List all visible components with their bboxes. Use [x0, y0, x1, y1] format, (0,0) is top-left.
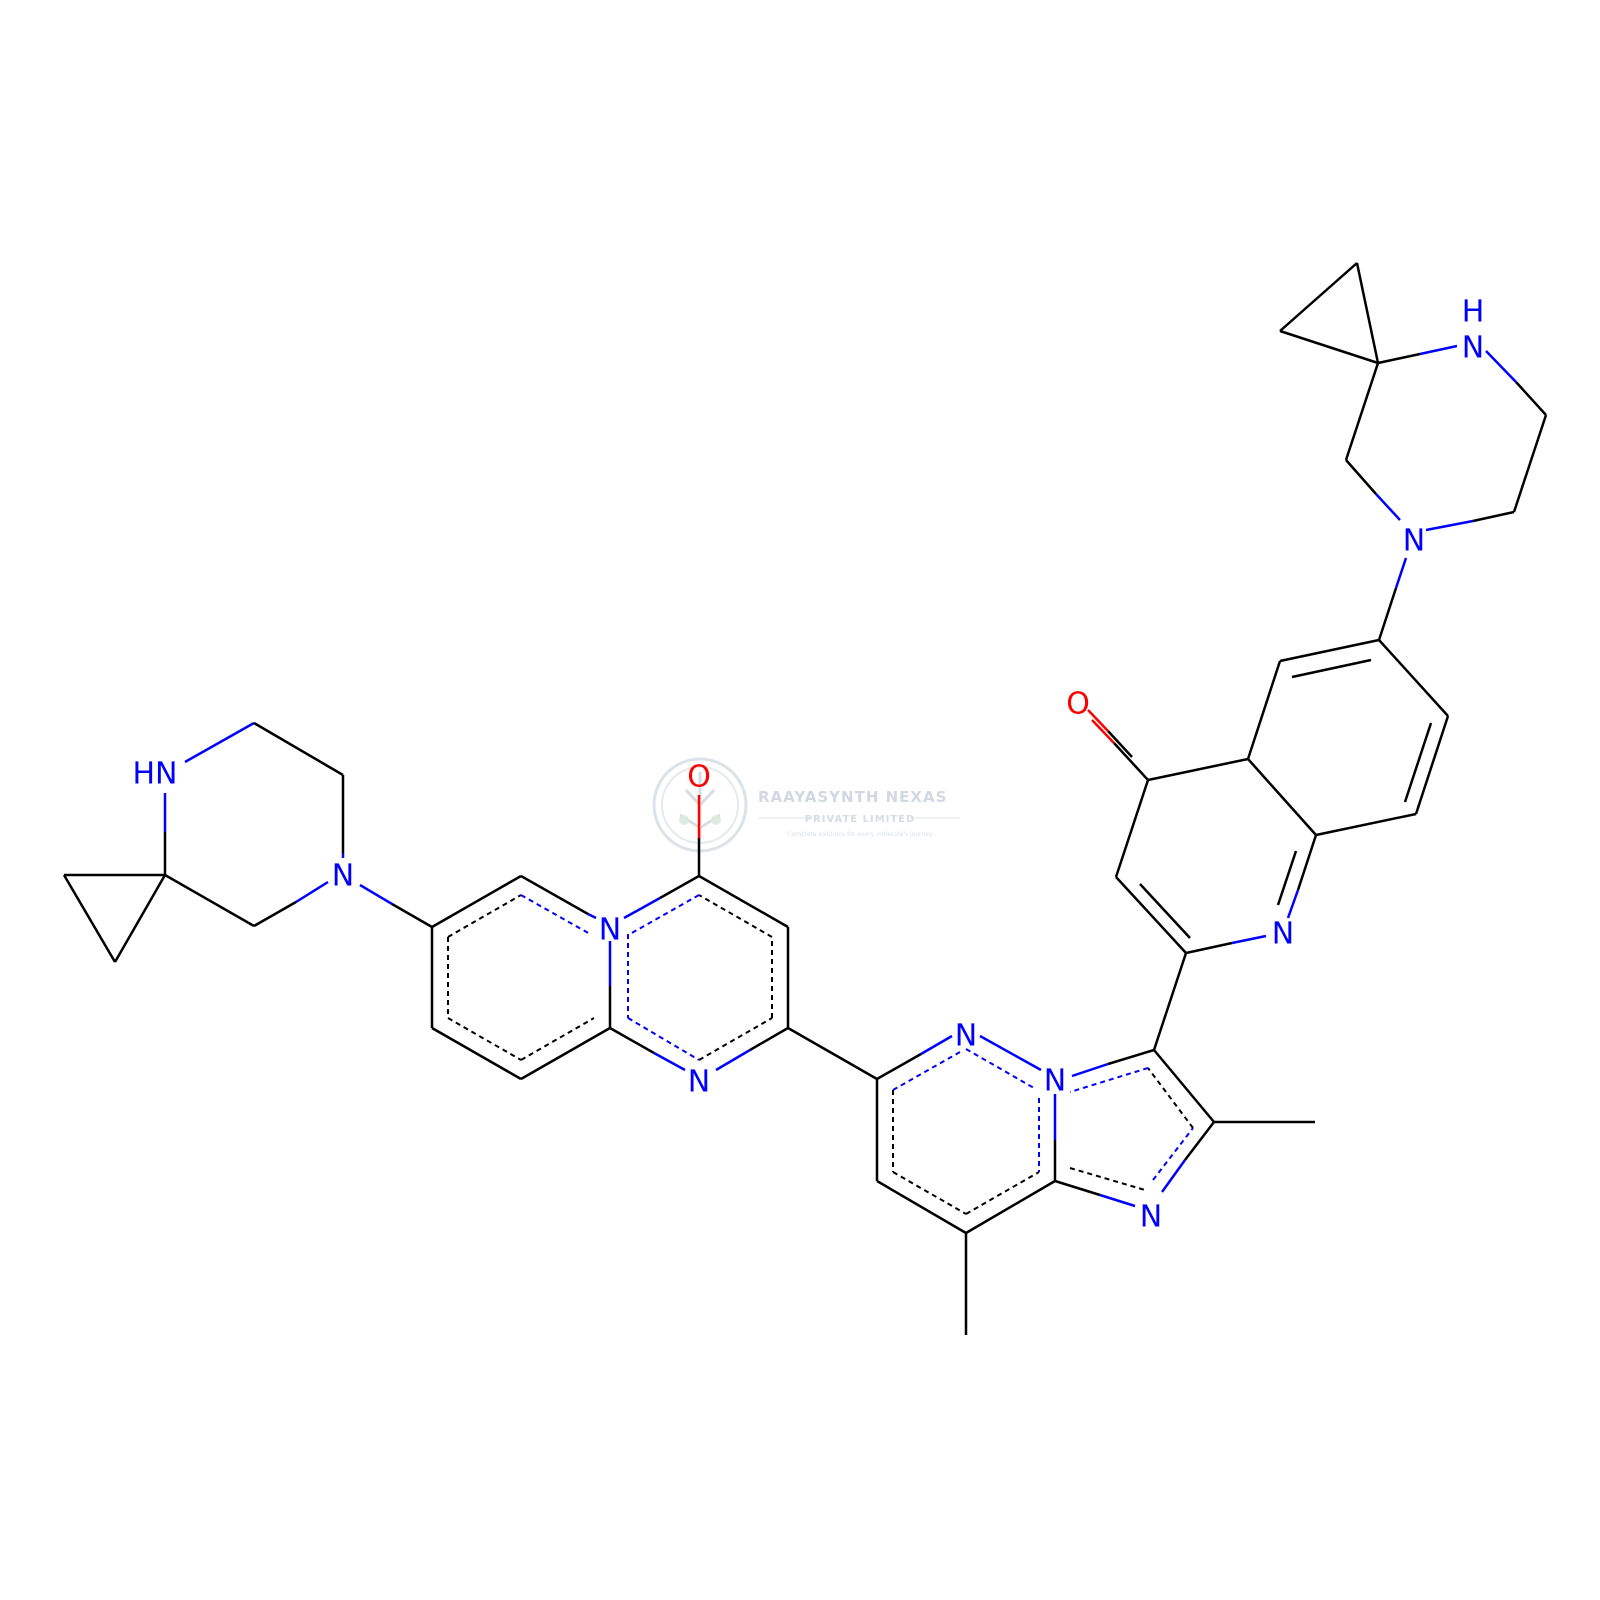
right-diazaspiro-ring — [1279, 262, 1548, 641]
watermark-tagline: Complete solutions for every molecule's … — [787, 831, 933, 838]
bond-right-linker — [1152, 952, 1188, 1051]
left-bicyclic-core — [430, 795, 790, 1081]
atom-label-n-bridge-right: N — [1044, 1064, 1066, 1099]
atom-label-n-pyrimidine: N — [688, 1065, 710, 1100]
watermark-subtitle: PRIVATE LIMITED — [805, 814, 916, 825]
atom-label-n-left-piperazine: N — [332, 859, 354, 894]
atom-label-hn-left: HN — [133, 757, 178, 792]
atom-label-o-right: O — [1066, 687, 1090, 722]
bond-left-linker — [359, 883, 433, 929]
atom-label-n-quinoline: N — [1272, 917, 1294, 952]
atom-label-n-bridge-left: N — [599, 913, 621, 948]
bond-core-linker — [787, 1026, 878, 1081]
atom-label-n-imidazole: N — [1140, 1200, 1162, 1235]
left-diazaspiro-ring — [62, 721, 345, 963]
atom-label-h-right: H — [1462, 295, 1485, 330]
watermark-company: RAAYASYNTH NEXAS — [758, 788, 947, 806]
atom-label-n-pyridazine: N — [955, 1019, 977, 1054]
atom-label-nh-right: N — [1462, 331, 1484, 366]
right-quinolinone-core — [1087, 638, 1450, 955]
atom-label-n-right-piperazine: N — [1403, 524, 1425, 559]
imidazopyridazine-core — [875, 1034, 1315, 1335]
atom-label-o-left: O — [687, 760, 711, 795]
